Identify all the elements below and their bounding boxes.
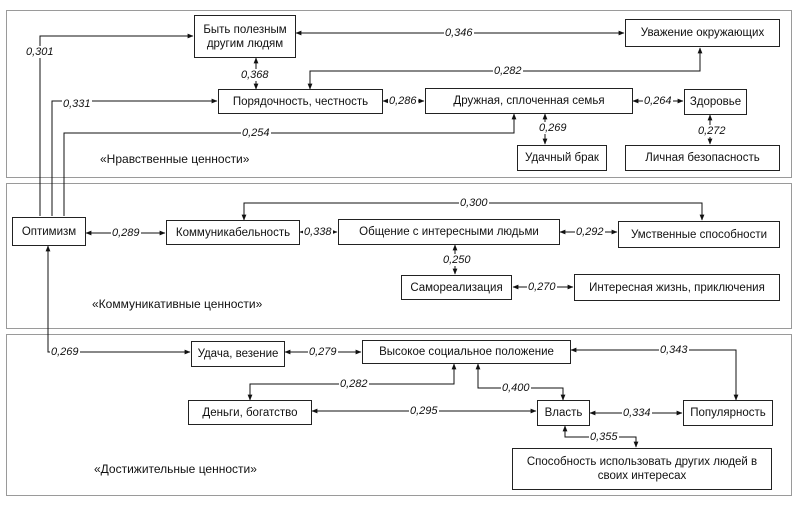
coef-status-power: 0,400	[501, 382, 531, 394]
edge-optimism-honesty	[51, 98, 218, 216]
node-optimism: Оптимизм	[12, 217, 86, 246]
coef-optimism-honesty: 0,331	[62, 98, 92, 110]
group-label-moral: «Нравственные ценности»	[100, 152, 250, 166]
node-adventure: Интересная жизнь, приключения	[574, 274, 780, 301]
coef-status-popularity: 0,343	[659, 344, 689, 356]
coef-power-use: 0,355	[589, 431, 619, 443]
node-luck: Удача, везение	[191, 341, 285, 367]
coef-useful-honesty: 0,368	[240, 69, 270, 81]
edge-status-popularity	[570, 347, 739, 401]
group-label-achievement: «Достижительные ценности»	[94, 462, 257, 476]
coef-interesting-self: 0,250	[442, 254, 472, 266]
coef-interesting-mental: 0,292	[575, 226, 605, 238]
coef-optimism-sociability: 0,289	[111, 227, 141, 239]
node-mental: Умственные способности	[618, 221, 780, 248]
node-power: Власть	[537, 400, 590, 426]
node-honesty: Порядочность, честность	[218, 89, 383, 114]
coef-honesty-family: 0,286	[388, 95, 418, 107]
edge-optimism-useful	[39, 33, 194, 216]
coef-optimism-luck: 0,269	[50, 346, 80, 358]
coef-self-adventure: 0,270	[527, 281, 557, 293]
coef-optimism-useful: 0,301	[25, 46, 55, 58]
coef-sociability-mental: 0,300	[459, 197, 489, 209]
node-useful: Быть полезным другим людям	[194, 15, 296, 58]
group-label-communicative: «Коммуникативные ценности»	[92, 297, 263, 311]
coef-power-popularity: 0,334	[622, 407, 652, 419]
node-use-people: Способность использовать других людей в …	[512, 448, 772, 490]
coef-optimism-family: 0,254	[241, 127, 271, 139]
edge-optimism-luck	[45, 245, 191, 355]
coef-family-respect: 0,282	[493, 65, 523, 77]
coef-status-money: 0,282	[339, 378, 369, 390]
coef-family-marriage: 0,269	[538, 122, 568, 134]
node-family: Дружная, сплоченная семья	[425, 88, 633, 114]
coef-luck-status: 0,279	[308, 346, 338, 358]
edge-optimism-family	[63, 113, 517, 216]
node-status: Высокое социальное положение	[362, 340, 571, 364]
node-money: Деньги, богатство	[188, 400, 312, 425]
node-safety: Личная безопасность	[625, 145, 780, 171]
coef-useful-respect: 0,346	[444, 27, 474, 39]
node-self-realization: Самореализация	[401, 275, 512, 300]
node-respect: Уважение окружающих	[625, 19, 780, 47]
node-sociability: Коммуникабельность	[166, 220, 300, 245]
coef-sociability-interesting: 0,338	[303, 226, 333, 238]
node-popularity: Популярность	[683, 400, 773, 426]
node-health: Здоровье	[684, 89, 747, 115]
coef-money-power: 0,295	[409, 405, 439, 417]
node-interesting-people: Общение с интересными людьми	[338, 219, 560, 245]
coef-health-safety: 0,272	[697, 125, 727, 137]
coef-family-health: 0,264	[643, 95, 673, 107]
node-marriage: Удачный брак	[517, 145, 607, 171]
